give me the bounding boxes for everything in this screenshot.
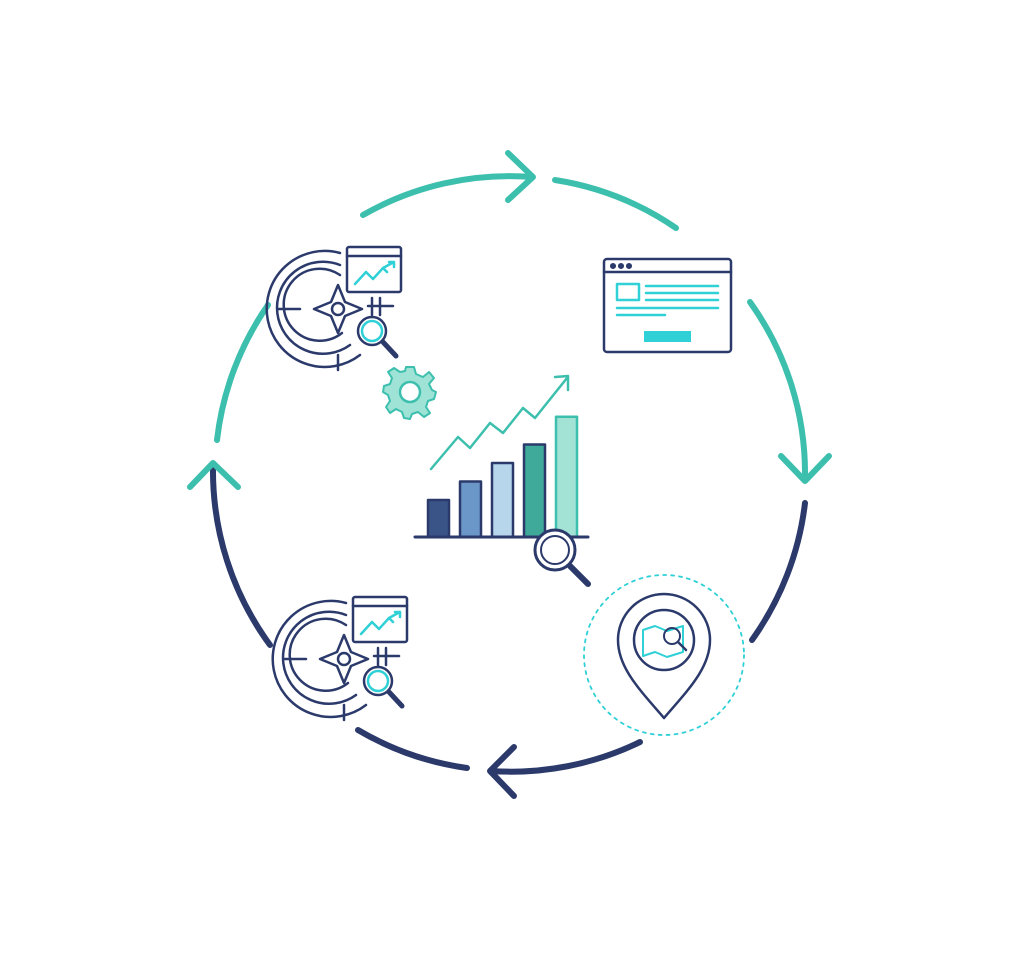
growth-bar-chart-icon (413, 374, 591, 587)
arc-right-lower (749, 500, 808, 643)
arrowhead-top (505, 150, 536, 203)
browser-window-icon (602, 257, 733, 354)
arc-top-right (552, 177, 679, 231)
map-location-pin-icon (583, 574, 745, 736)
arrowhead-bottom (487, 744, 517, 799)
trend-arrowhead (553, 374, 570, 392)
trend-line (429, 376, 569, 471)
arc-left-lower (209, 464, 273, 648)
chart-bar (490, 461, 515, 539)
chart-bar (554, 415, 579, 539)
chart-bar (522, 443, 547, 539)
gear-icon (382, 366, 437, 420)
arc-right-upper (747, 299, 809, 481)
arc-left-upper (214, 302, 271, 443)
chart-bar (458, 480, 483, 539)
chart-bar (426, 498, 451, 539)
arc-bottom-right (488, 739, 643, 775)
cycle-arrows (187, 150, 832, 799)
arrowhead-right (778, 453, 832, 484)
compass-analytics-gear-icon (265, 245, 437, 420)
magnifier-icon (533, 528, 591, 587)
arc-top-left (360, 173, 535, 218)
arc-bottom-left (355, 727, 470, 771)
arrowhead-left (187, 460, 241, 490)
compass-analytics-icon (271, 595, 409, 722)
